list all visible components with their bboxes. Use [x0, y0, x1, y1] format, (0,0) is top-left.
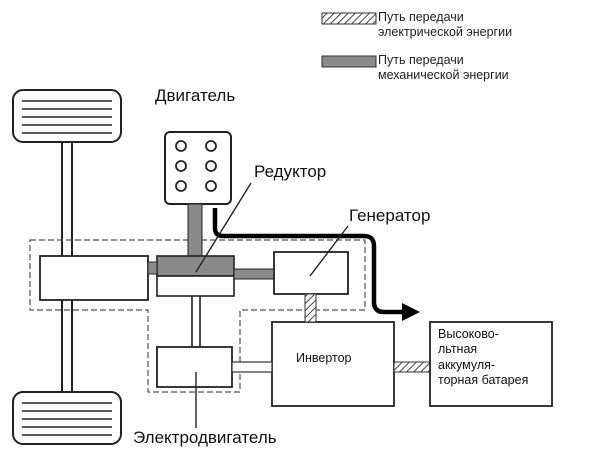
electric-link-inverter-battery: [393, 361, 431, 373]
energy-flow-arrowhead: [402, 303, 420, 321]
mechanical-link-generator: [233, 268, 275, 280]
wheel-bottom-left: [12, 391, 122, 445]
engine-block: [164, 131, 232, 205]
electric-link-generator-inverter: [304, 293, 317, 323]
reducer-label: Редуктор: [254, 162, 327, 181]
electric-link-motor-inverter: [231, 361, 273, 373]
mechanical-shaft-engine: [187, 203, 203, 257]
transaxle-dashed-outline: [29, 239, 366, 393]
inverter-label: Инвертор: [296, 351, 352, 365]
legend-mechanical-swatch: [321, 55, 377, 68]
mechanical-link-diff: [147, 261, 158, 275]
energy-flow-arrow: [212, 208, 404, 315]
reducer-upper: [156, 255, 235, 277]
reducer-lower: [156, 275, 235, 297]
reducer-leader: [195, 182, 252, 273]
legend-mechanical-label: Путь передачи механической энергии: [378, 53, 509, 82]
battery-label: Высоково- льтная аккумуля- торная батаре…: [438, 327, 529, 387]
engine-label: Двигатель: [155, 86, 236, 105]
wheel-top-left: [12, 89, 122, 143]
motor-label: Электродвигатель: [133, 428, 277, 447]
legend-electric-label: Путь передачи электрической энергии: [378, 10, 513, 39]
generator-box: [273, 251, 349, 295]
legend-electric-swatch: [321, 12, 377, 25]
motor-box: [156, 346, 233, 388]
generator-leader: [309, 225, 349, 277]
differential-box: [39, 255, 149, 301]
battery-box: [429, 321, 553, 407]
inverter-box: [271, 321, 395, 407]
generator-label: Генератор: [349, 206, 431, 225]
